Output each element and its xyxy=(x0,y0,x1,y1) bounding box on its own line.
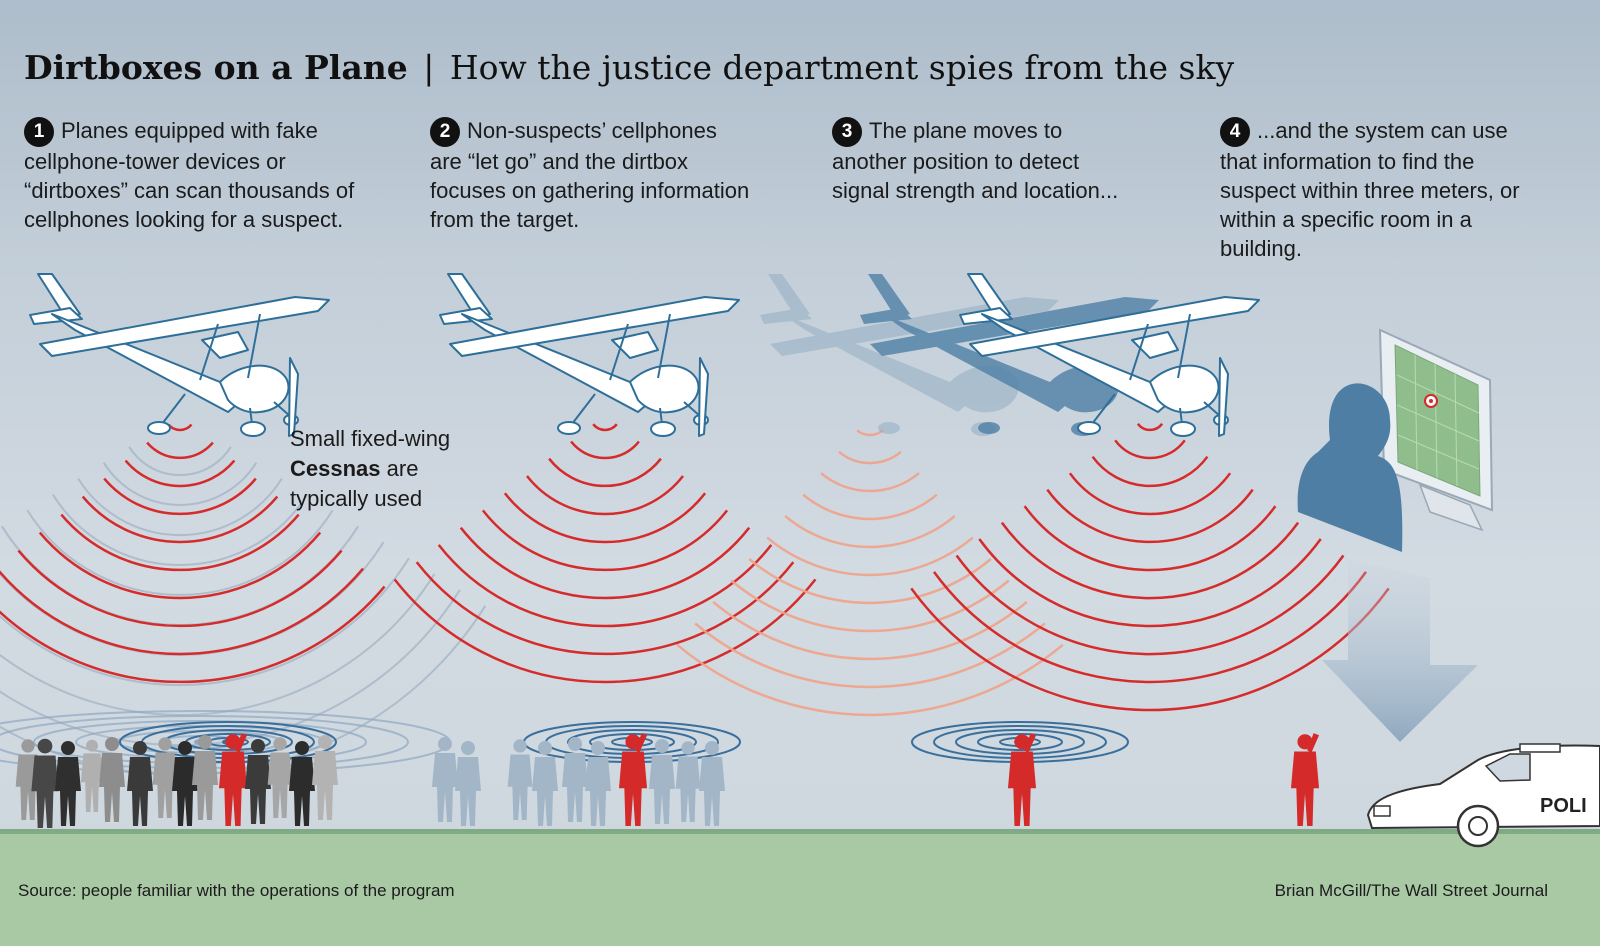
panel-2-wave-8 xyxy=(415,561,795,656)
panel-3-signal-waves xyxy=(910,422,1390,712)
step-3-text: The plane moves to another position to d… xyxy=(832,118,1119,203)
ground-horizon-line xyxy=(0,829,1600,834)
panel-1-faint-wave-7 xyxy=(0,557,410,687)
monitor xyxy=(1378,328,1494,532)
title-subtitle: How the justice department spies from th… xyxy=(449,48,1235,87)
panel-1-faint-wave-0 xyxy=(128,446,232,476)
panel-1-wave-0 xyxy=(167,423,193,432)
plane-1-cessna xyxy=(29,273,330,437)
panel-3-wave-10 xyxy=(910,587,1390,712)
panel-3-earlier-wave-5 xyxy=(766,536,974,577)
panel-3-wave-6 xyxy=(1000,521,1300,600)
monitor-map-grid xyxy=(1396,354,1480,487)
panel-1-wave-5 xyxy=(60,513,300,572)
panel-3-earlier-wave-9 xyxy=(694,622,1046,689)
crowd-panel-2 xyxy=(432,733,725,826)
suspect-panel-3 xyxy=(1007,733,1037,826)
plane-2-cessna xyxy=(439,273,740,437)
panel-3-wave-8 xyxy=(955,554,1345,656)
panel-1-faint-wave-8 xyxy=(0,573,436,716)
panel-2-wave-5 xyxy=(481,509,729,572)
panel-3-earlier-wave-8 xyxy=(712,600,1028,661)
cessna-annotation: Small fixed-wing Cessnas are typically u… xyxy=(290,424,450,514)
panel-2-ripple-1 xyxy=(589,733,675,751)
panel-1-faint-wave-2 xyxy=(77,478,283,536)
panel-2-wave-1 xyxy=(570,440,640,460)
step-2-number-badge: 2 xyxy=(430,117,460,147)
annotation-bold-word: Cessnas xyxy=(290,456,381,481)
analyst-silhouette xyxy=(1297,383,1403,552)
panel-2-wave-2 xyxy=(548,457,662,488)
annotation-line-2: are xyxy=(380,456,419,481)
panel-2-signal-waves xyxy=(393,423,817,684)
panel-3-earlier-wave-6 xyxy=(748,558,992,605)
panel-3-earlier-wave-4 xyxy=(784,515,956,549)
plane-3-shadow-near xyxy=(860,274,1159,436)
panel-2-wave-3 xyxy=(526,475,684,516)
infographic-title: Dirtboxes on a Plane | How the justice d… xyxy=(24,48,1234,87)
step-4: 4...and the system can use that informat… xyxy=(1220,116,1550,263)
panel-3-earlier-wave-10 xyxy=(676,643,1064,717)
panel-3-wave-3 xyxy=(1068,472,1232,516)
panel-1-wave-2 xyxy=(124,459,236,488)
police-car-lettering: POLI xyxy=(1540,795,1587,817)
annotation-line-1: Small fixed-wing xyxy=(290,426,451,451)
panel-3-earlier-wave-3 xyxy=(802,493,938,521)
police-car: POLI xyxy=(1366,743,1600,848)
panel-3-earlier-signal-waves xyxy=(676,429,1064,717)
step-4-number-badge: 4 xyxy=(1220,117,1250,147)
panel-1-faint-wave-1 xyxy=(102,462,258,506)
panel-2-wave-7 xyxy=(437,544,773,628)
panel-3-wave-7 xyxy=(978,538,1322,628)
annotation-line-3: typically used xyxy=(290,486,423,511)
panel-1-wave-3 xyxy=(103,477,257,516)
credit-line: Brian McGill/The Wall Street Journal xyxy=(1274,881,1548,900)
panel-2-wave-9 xyxy=(393,578,817,684)
panel-2-wave-6 xyxy=(459,526,751,600)
panel-3-earlier-wave-2 xyxy=(820,472,920,493)
panel-1-signal-waves xyxy=(0,423,386,684)
panel-3-wave-0 xyxy=(1136,422,1164,432)
plane-3-cessna xyxy=(959,273,1260,437)
step-3-number-badge: 3 xyxy=(832,117,862,147)
panel-3-wave-2 xyxy=(1091,455,1209,488)
panel-1-wave-6 xyxy=(38,531,322,600)
ground-strip xyxy=(0,829,1600,946)
panel-3-earlier-wave-7 xyxy=(730,579,1010,633)
panel-3-wave-5 xyxy=(1023,505,1277,572)
panel-3-wave-4 xyxy=(1046,488,1254,544)
panel-3-ground-ripples xyxy=(911,721,1129,763)
panel-1-faint-wave-3 xyxy=(51,493,309,566)
panel-3-wave-1 xyxy=(1114,439,1186,460)
panel-1-wave-1 xyxy=(146,441,214,460)
plane-3-shadow-far xyxy=(760,274,1059,436)
panel-1-wave-4 xyxy=(81,495,279,544)
panel-3-earlier-wave-1 xyxy=(838,450,902,465)
panel-2-wave-0 xyxy=(592,423,618,432)
panel-1-wave-8 xyxy=(0,567,365,656)
title-main: Dirtboxes on a Plane xyxy=(24,48,408,87)
step-2-text: Non-suspects’ cellphones are “let go” an… xyxy=(430,118,750,232)
down-arrow xyxy=(1322,560,1478,742)
step-1-text: Planes equipped with fake cellphone-towe… xyxy=(24,118,355,232)
panel-3-earlier-wave-0 xyxy=(856,429,884,437)
panel-1-faint-wave-4 xyxy=(26,509,334,596)
panel-3-wave-9 xyxy=(932,571,1368,684)
step-1-number-badge: 1 xyxy=(24,117,54,147)
title-separator: | xyxy=(423,48,435,87)
source-note: Source: people familiar with the operati… xyxy=(18,881,455,900)
step-4-text: ...and the system can use that informati… xyxy=(1220,118,1520,261)
panel-1-wave-7 xyxy=(17,549,343,628)
suspect-panel-4 xyxy=(1290,733,1320,826)
panel-2-wave-4 xyxy=(503,492,707,544)
panel-1-wave-9 xyxy=(0,585,386,684)
panel-3-ripple-1 xyxy=(977,733,1063,751)
